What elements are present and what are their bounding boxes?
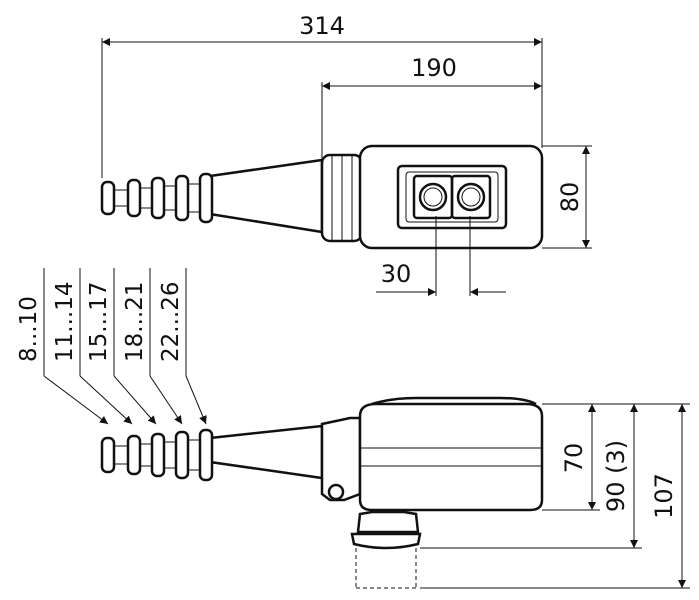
pendant-housing-side xyxy=(358,396,544,512)
dim-housing-label: 190 xyxy=(411,54,457,82)
cable-gland-top xyxy=(100,158,324,234)
connector-side xyxy=(350,510,422,589)
dim-body-label: 70 xyxy=(560,443,588,474)
dimension-height: 80 xyxy=(542,145,592,249)
side-view: 8...10 11...14 15...17 18...21 22...26 xyxy=(16,268,690,589)
dim-overall-label: 314 xyxy=(299,12,345,40)
dimension-body-height: 70 xyxy=(542,403,600,511)
dim-total-label: 107 xyxy=(650,473,678,519)
cable-range-3: 15...17 xyxy=(86,282,112,362)
dimension-housing-length: 190 xyxy=(321,54,542,160)
collar-hook-side xyxy=(320,416,362,502)
cable-range-labels: 8...10 11...14 15...17 18...21 22...26 xyxy=(16,282,184,362)
pendant-housing-top xyxy=(358,144,544,250)
dim-button-label: 30 xyxy=(381,260,412,288)
dimension-overall-length: 314 xyxy=(101,12,543,178)
cable-range-4: 18...21 xyxy=(122,282,148,362)
dim-with-button-label: 90 (3) xyxy=(602,440,630,512)
dimension-button-pitch: 30 xyxy=(376,216,506,296)
dim-height-label: 80 xyxy=(556,182,584,213)
cable-range-leaders xyxy=(43,268,207,425)
cable-gland-side xyxy=(100,424,324,482)
strain-relief-top xyxy=(320,153,364,243)
button-right-icon xyxy=(450,174,492,220)
cable-range-2: 11...14 xyxy=(52,282,78,362)
dimension-with-button: 90 (3) xyxy=(420,404,642,549)
top-view: 314 190 xyxy=(100,12,592,296)
cable-range-1: 8...10 xyxy=(16,296,42,362)
dimension-total: 107 xyxy=(420,403,690,589)
cable-range-5: 22...26 xyxy=(158,282,184,362)
